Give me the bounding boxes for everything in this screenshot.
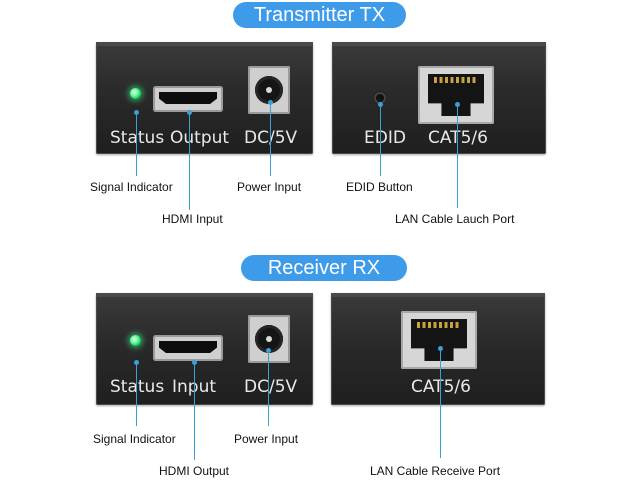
rx-signal-line: [136, 362, 137, 426]
rx-power-dot: [266, 348, 271, 353]
rj45-port-icon: [401, 311, 477, 369]
tx-output-label: Output: [170, 128, 230, 148]
led-indicator-icon: [130, 88, 141, 99]
rx-hdmi-dot: [192, 360, 197, 365]
rx-lan-dot: [438, 346, 443, 351]
tx-power-callout: Power Input: [237, 180, 302, 194]
dc-jack-icon: [248, 66, 290, 114]
rj45-port-icon: [418, 66, 494, 124]
rx-signal-callout: Signal Indicator: [93, 432, 176, 446]
transmitter-title: Transmitter TX: [233, 2, 406, 28]
hdmi-port-icon: [153, 86, 223, 112]
tx-edid-callout: EDID Button: [346, 180, 413, 194]
rx-status-label: Status: [110, 377, 165, 397]
hdmi-port-icon: [153, 335, 223, 361]
edid-button-icon: [374, 92, 386, 104]
tx-hdmi-dot: [187, 110, 192, 115]
tx-signal-callout: Signal Indicator: [90, 180, 173, 194]
tx-back-panel: EDID CAT5/6: [332, 42, 546, 154]
rx-lan-callout: LAN Cable Receive Port: [370, 464, 501, 478]
rx-lan-line: [440, 348, 441, 458]
tx-status-label: Status: [110, 128, 165, 148]
tx-edid-line: [380, 104, 381, 176]
rx-power-line: [268, 350, 269, 426]
rx-power-callout: Power Input: [234, 432, 299, 446]
tx-signal-dot: [134, 110, 139, 115]
tx-hdmi-line: [189, 112, 190, 210]
tx-edid-dot: [378, 102, 383, 107]
led-indicator-icon: [130, 335, 141, 346]
rx-hdmi-line: [194, 362, 195, 460]
rx-front-panel: Status Input DC/5V: [96, 293, 313, 405]
dc-jack-icon: [248, 315, 290, 363]
rx-hdmi-callout: HDMI Output: [159, 464, 230, 478]
tx-lan-dot: [455, 102, 460, 107]
tx-signal-line: [136, 112, 137, 176]
rx-back-panel: CAT5/6: [331, 293, 545, 405]
rx-power-label: DC/5V: [244, 377, 298, 397]
tx-lan-callout: LAN Cable Lauch Port: [395, 212, 515, 226]
tx-front-panel: Status Output DC/5V: [96, 42, 313, 154]
tx-power-line: [270, 102, 271, 176]
receiver-title: Receiver RX: [241, 255, 407, 281]
rx-signal-dot: [134, 360, 139, 365]
tx-lan-line: [457, 104, 458, 208]
tx-edid-label: EDID: [364, 128, 406, 148]
tx-hdmi-callout: HDMI Input: [162, 212, 223, 226]
tx-power-dot: [268, 100, 273, 105]
